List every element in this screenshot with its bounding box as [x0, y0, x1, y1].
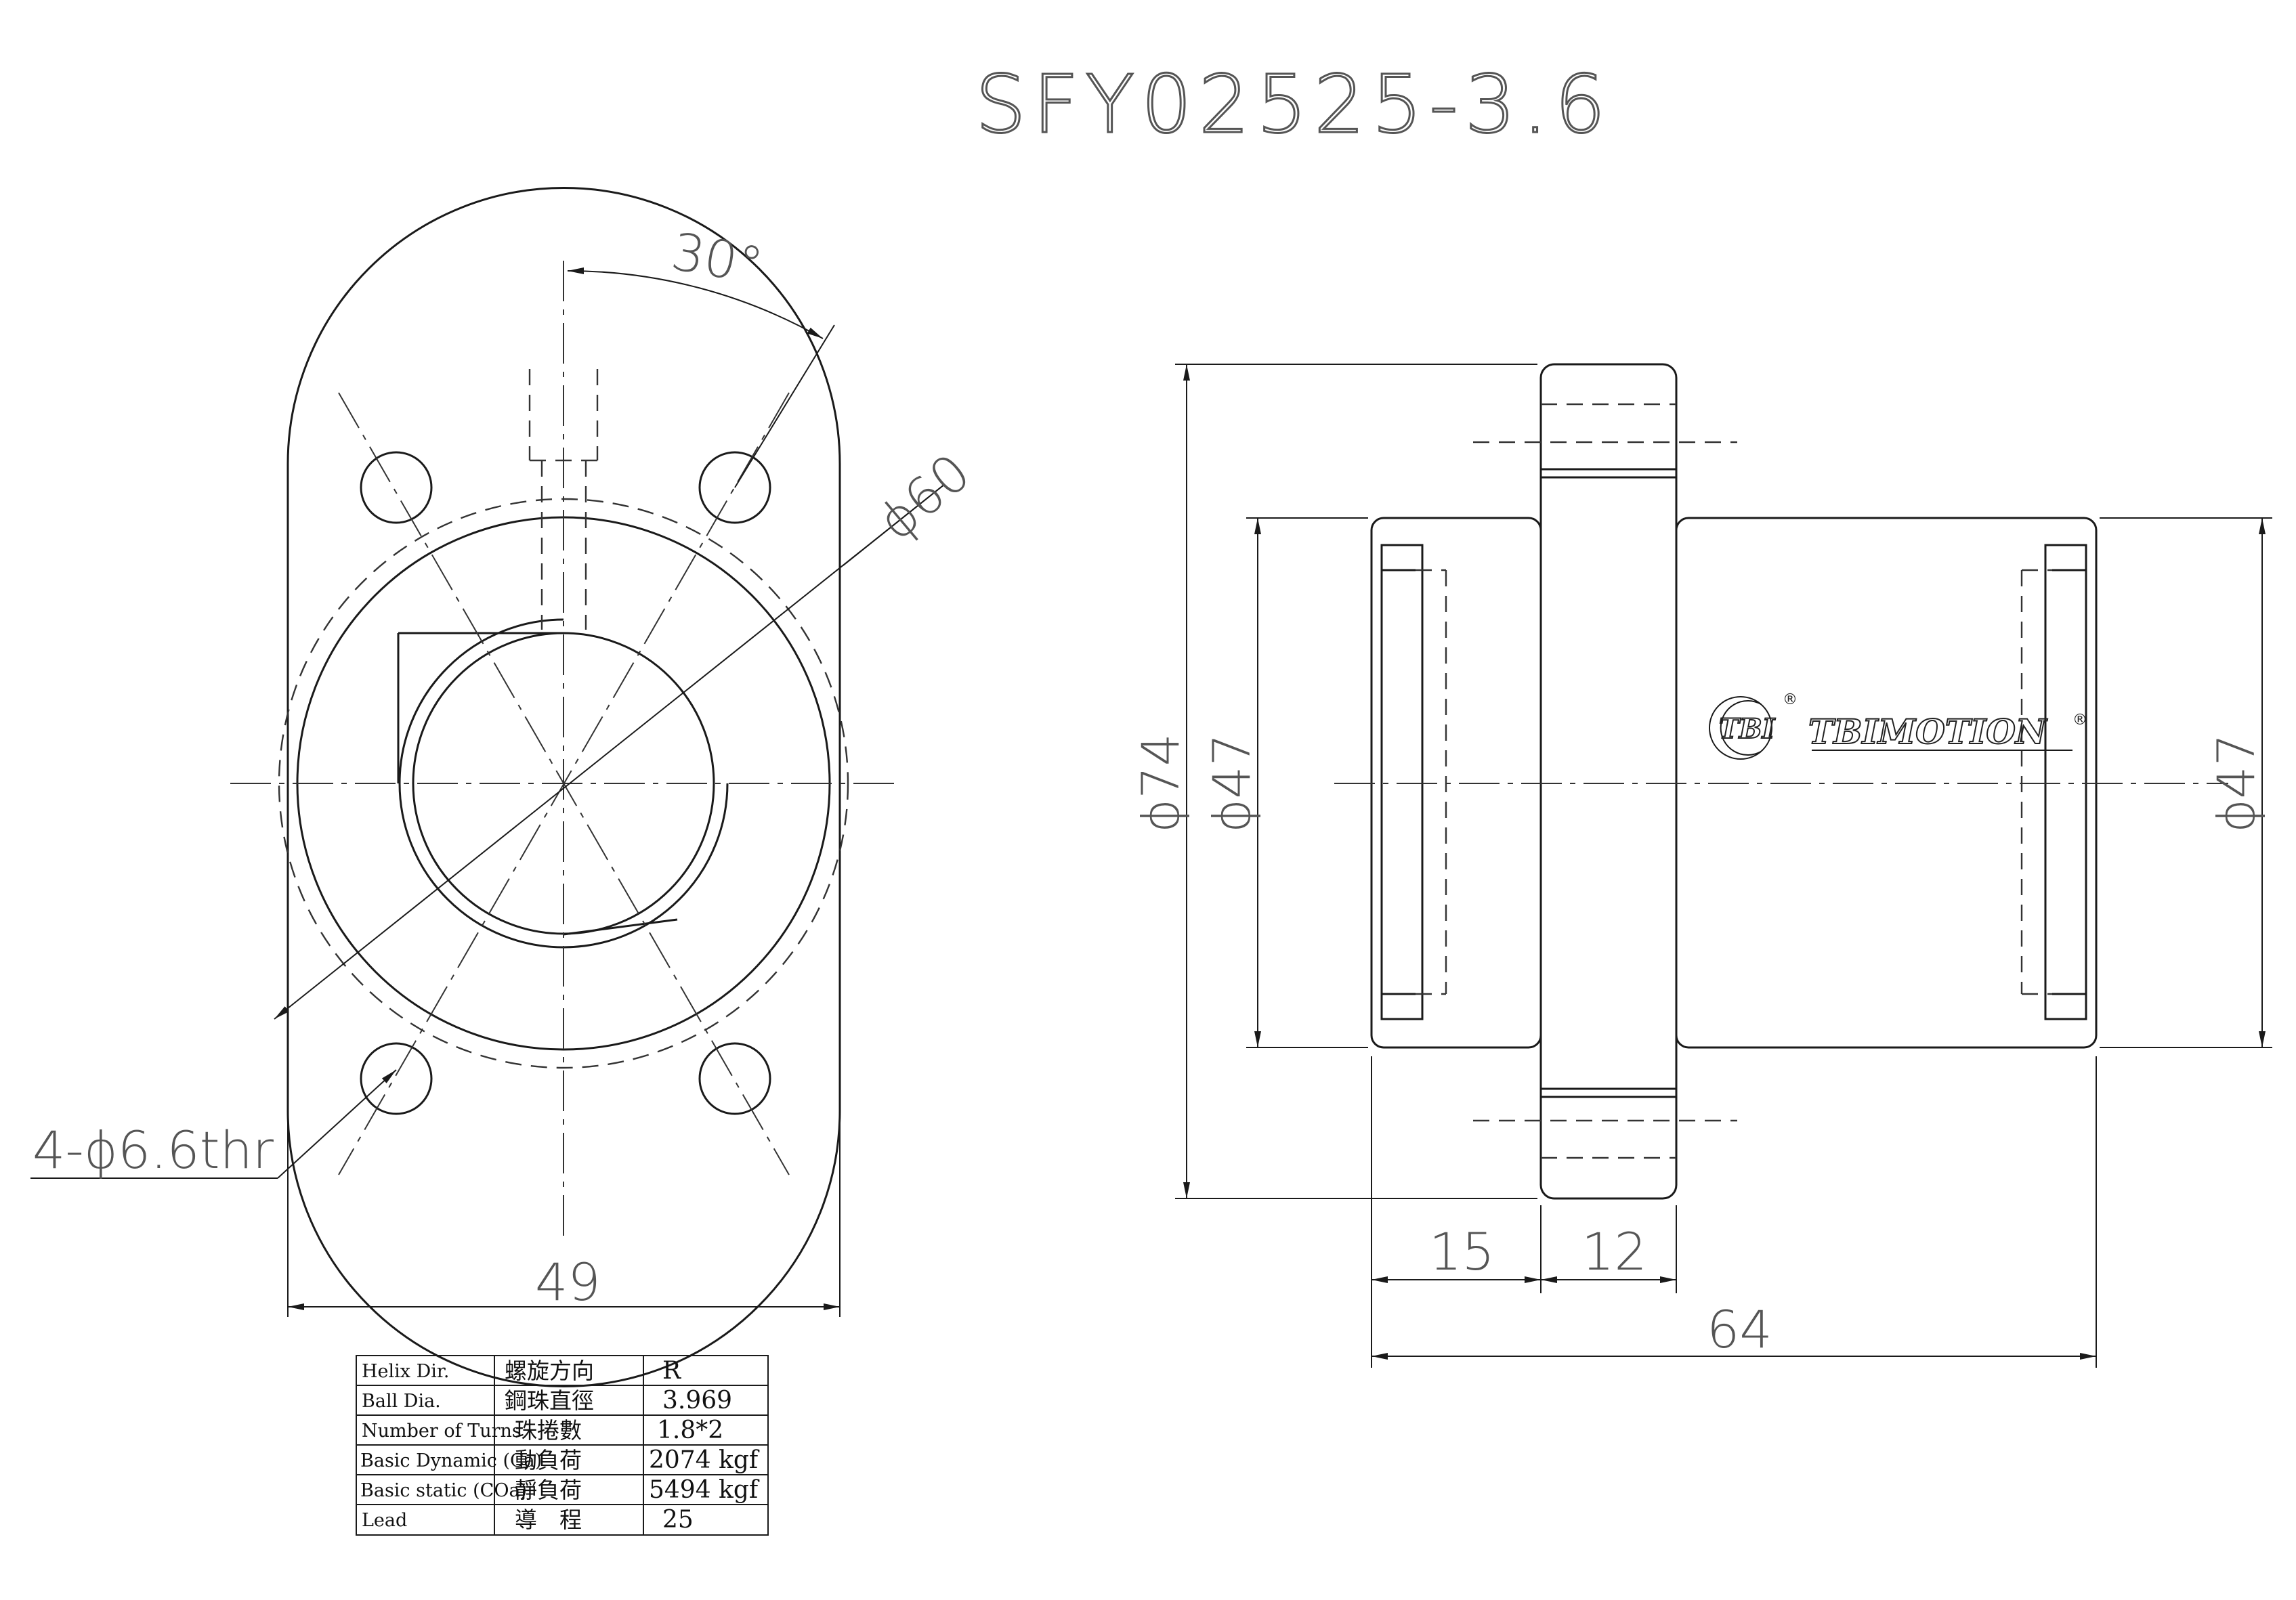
logo-mark: TBI: [1719, 713, 1776, 745]
spec-row: Basic static (COa) 靜負荷 5494 kgf: [360, 1476, 760, 1504]
spec-row: Helix Dir. 螺旋方向 R: [362, 1357, 681, 1385]
front-view: 30° ϕ60 4-ϕ6.6thr 49: [30, 187, 981, 1387]
flange-outline: [286, 187, 841, 1387]
spec-value: 2074 kgf: [649, 1446, 760, 1474]
spec-name-en: Basic static (COa): [360, 1480, 527, 1501]
spec-name-en: Ball Dia.: [362, 1391, 441, 1412]
width-label: 49: [535, 1252, 601, 1312]
side-view: TBI ® TBIMOTION ® ϕ74 ϕ47 ϕ47 15 12: [1130, 363, 2272, 1368]
len-12-label: 12: [1581, 1221, 1647, 1282]
hole-label: 4-ϕ6.6thr: [33, 1120, 274, 1180]
spec-value: 25: [662, 1506, 694, 1534]
body-dia-right-label: ϕ47: [2206, 733, 2266, 833]
spec-row: Basic Dynamic (Ca) 動負荷 2074 kgf: [360, 1446, 760, 1474]
spec-name-zh: 螺旋方向: [505, 1358, 594, 1384]
bolt-hole: [698, 1042, 771, 1115]
len-15-label: 15: [1429, 1221, 1495, 1282]
flange-dia-label: ϕ74: [1130, 733, 1191, 833]
bolt-hole: [360, 451, 433, 524]
angle-label: 30°: [667, 221, 767, 296]
logo-brand-registered: ®: [2072, 712, 2087, 729]
spec-name-zh: 鋼珠直徑: [505, 1387, 594, 1414]
spec-name-zh: 導 程: [515, 1507, 582, 1533]
spec-row: Lead 導 程 25: [362, 1506, 694, 1534]
spec-name-zh: 珠捲數: [515, 1417, 582, 1444]
spec-row: Ball Dia. 鋼珠直徑 3.969: [362, 1387, 732, 1414]
spec-name-en: Basic Dynamic (Ca): [360, 1450, 542, 1471]
spec-name-en: Number of Turns: [362, 1421, 522, 1442]
bolt-hole: [698, 451, 771, 524]
spec-value: 5494 kgf: [649, 1476, 760, 1504]
spec-table: Helix Dir. 螺旋方向 R Ball Dia. 鋼珠直徑 3.969 N…: [356, 1355, 769, 1536]
logo-registered: ®: [1783, 691, 1798, 708]
spec-name-en: Helix Dir.: [362, 1361, 449, 1382]
tbi-logo: TBI ® TBIMOTION ®: [1709, 691, 2087, 760]
flange: [1539, 363, 1678, 1200]
spec-name-zh: 動負荷: [515, 1447, 582, 1473]
body-dia-left-label: ϕ47: [1202, 733, 1262, 833]
spec-value: 3.969: [662, 1387, 732, 1414]
spec-value: R: [662, 1357, 681, 1385]
spec-name-zh: 靜負荷: [515, 1477, 582, 1503]
drawing-title: SFY02525-3.6: [975, 58, 1612, 151]
spec-name-en: Lead: [362, 1510, 407, 1531]
len-64-label: 64: [1707, 1299, 1772, 1360]
spec-row: Number of Turns 珠捲數 1.8*2: [362, 1417, 723, 1444]
pcd-label: ϕ60: [866, 442, 981, 553]
bore-arc-outer: [398, 618, 729, 949]
bolt-hole: [360, 1042, 433, 1115]
logo-brand: TBIMOTION: [1808, 712, 2048, 752]
spec-value: 1.8*2: [657, 1417, 723, 1444]
